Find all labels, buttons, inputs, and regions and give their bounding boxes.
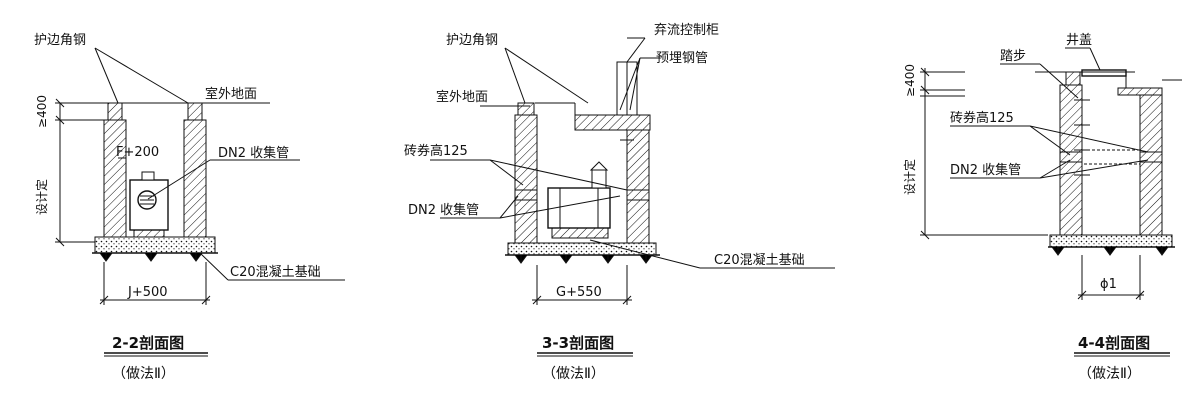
- section-title: 2-2剖面图: [112, 334, 184, 352]
- angle-steel-label: 护边角钢: [34, 33, 86, 48]
- foundation-label: C20混凝土基础: [230, 264, 321, 280]
- diameter-dim-label: ϕ1: [1100, 277, 1117, 292]
- section-subtitle: （做法Ⅱ）: [1078, 366, 1141, 382]
- collector-box: [547, 187, 611, 229]
- right-wall: [1139, 94, 1163, 236]
- collector-pipe-label: DN2 收集管: [950, 162, 1021, 178]
- manhole-cover-label: 井盖: [1066, 33, 1092, 48]
- section-4-4: 井盖 踏步 ≥400 砖券高125 设计定 DN2 收集管 ϕ1 4-4剖面图 …: [902, 33, 1182, 382]
- section-title: 4-4剖面图: [1078, 334, 1150, 352]
- offset-label: F+200: [116, 145, 159, 160]
- collector-pipe-label: DN2 收集管: [408, 202, 479, 218]
- foundation-label: C20混凝土基础: [714, 252, 805, 268]
- brick-arch-label: 砖券高125: [404, 143, 468, 159]
- right-wall: [183, 119, 207, 238]
- design-depth-label: 设计定: [34, 179, 49, 215]
- section-title: 3-3剖面图: [542, 334, 614, 352]
- angle-steel-label: 护边角钢: [446, 33, 498, 48]
- embedded-pipe-label: 预埋钢管: [656, 51, 708, 66]
- collector-box: [129, 179, 169, 231]
- left-wall: [1059, 84, 1083, 236]
- section-subtitle: （做法Ⅱ）: [542, 366, 605, 382]
- left-wall: [514, 114, 538, 244]
- left-wall: [103, 119, 127, 238]
- min-height-label: ≥400: [35, 95, 49, 128]
- manhole-cover: [1081, 69, 1127, 77]
- section-subtitle: （做法Ⅱ）: [112, 366, 175, 382]
- section-3-3: 弃流控制柜 护边角钢 预埋钢管 室外地面 砖券高125 DN2 收集管 C20混…: [404, 23, 835, 382]
- collector-pipe-label: DN2 收集管: [218, 145, 289, 161]
- width-dim-label: G+550: [556, 285, 602, 300]
- cabinet-label: 弃流控制柜: [654, 23, 719, 38]
- foundation-slab: [507, 242, 657, 256]
- brick-arch-label: 砖券高125: [950, 110, 1014, 126]
- step-label: 踏步: [1000, 49, 1026, 64]
- right-wall: [626, 129, 650, 244]
- outdoor-ground-label: 室外地面: [205, 86, 257, 102]
- foundation-slab: [94, 236, 216, 254]
- design-depth-label: 设计定: [902, 159, 917, 195]
- min-height-label: ≥400: [903, 64, 917, 97]
- outdoor-ground-label: 室外地面: [436, 89, 488, 105]
- section-2-2: 护边角钢 室外地面 ≥400 设计定 F+200 DN2 收集管 C20混凝土基…: [34, 33, 345, 382]
- foundation-slab: [1049, 234, 1173, 248]
- width-dim-label: J+500: [127, 285, 168, 300]
